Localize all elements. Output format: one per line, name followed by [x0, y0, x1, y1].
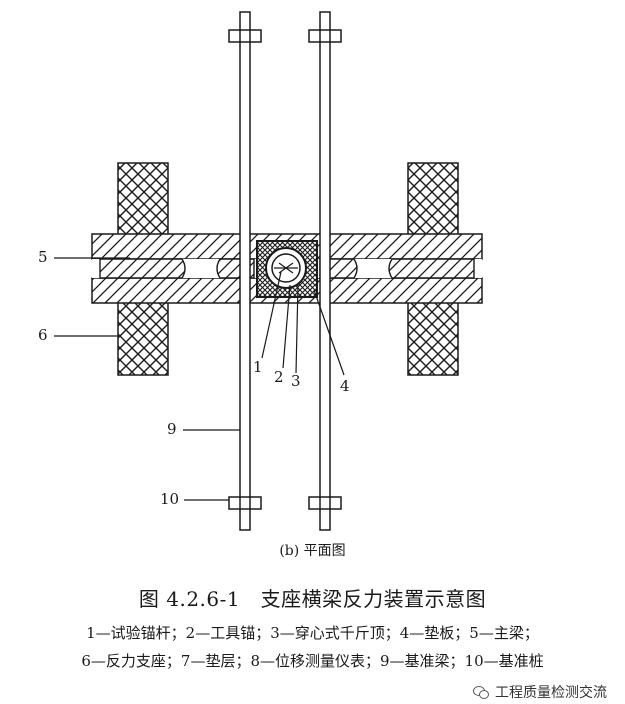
figure-caption: 图 4.2.6-1 支座横梁反力装置示意图 [138, 587, 487, 611]
leader-lines [54, 257, 345, 501]
legend-line-2: 6—反力支座；7—垫层；8—位移测量仪表；9—基准梁；10—基准桩 [81, 652, 544, 670]
wechat-icon [473, 685, 489, 699]
reference-beam-left [239, 11, 251, 531]
callout-4: 4 [340, 377, 350, 395]
callout-10: 10 [160, 490, 180, 508]
reference-piles [228, 29, 342, 510]
reference-beam-right [319, 11, 331, 531]
callout-5: 5 [38, 248, 48, 266]
callout-2: 2 [274, 368, 284, 386]
watermark-text: 工程质量检测交流 [495, 685, 607, 701]
watermark: 工程质量检测交流 [473, 682, 607, 702]
callout-9: 9 [167, 420, 177, 438]
callout-1: 1 [253, 358, 263, 376]
legend-line-1: 1—试验锚杆；2—工具锚；3—穿心式千斤顶；4—垫板；5—主梁； [86, 624, 539, 642]
test-anchor-rod [274, 262, 298, 274]
subcaption: (b) 平面图 [279, 543, 346, 559]
callout-6: 6 [38, 326, 48, 344]
callout-3: 3 [291, 372, 301, 390]
